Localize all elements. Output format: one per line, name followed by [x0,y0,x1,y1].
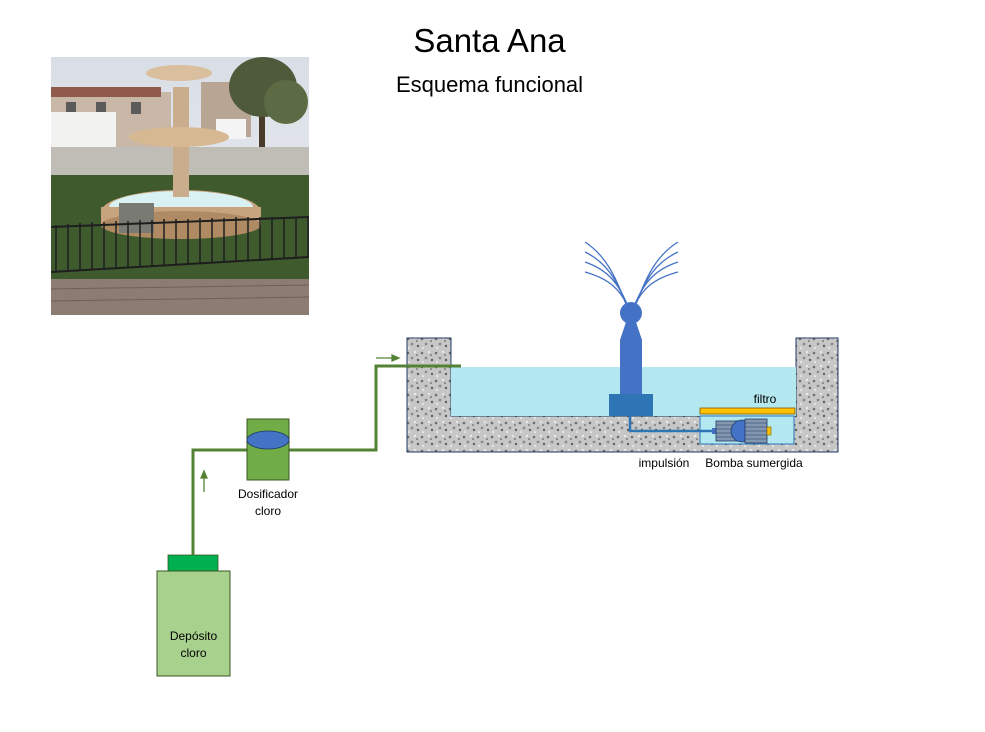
spray-icon [584,241,679,306]
doser-label: Dosificador cloro [237,487,299,518]
page-subtitle: Esquema funcional [395,72,584,97]
nozzle-head [620,302,642,324]
nozzle-column [620,340,642,394]
impulsion-pipe [628,416,716,433]
filter-label: filtro [753,392,777,406]
flow-arrow-right-icon [376,354,401,362]
filter-bar [699,407,796,415]
page-title: Santa Ana [413,22,566,59]
chlorine-pipe [191,364,461,555]
nozzle-cone [620,322,642,340]
doser-valve-icon [246,430,290,450]
flow-arrow-up-icon [200,469,208,492]
tank-label: Depósito cloro [169,629,218,660]
nozzle-base [609,394,653,416]
chlorine-tank [156,570,231,677]
fountain-photo-icon [51,57,309,315]
chlorine-doser [246,418,290,481]
impulsion-label: impulsión [638,456,690,470]
submersible-pump-icon [712,418,772,444]
chlorine-tank-cap [167,554,219,572]
pump-label: Bomba sumergida [705,456,803,470]
